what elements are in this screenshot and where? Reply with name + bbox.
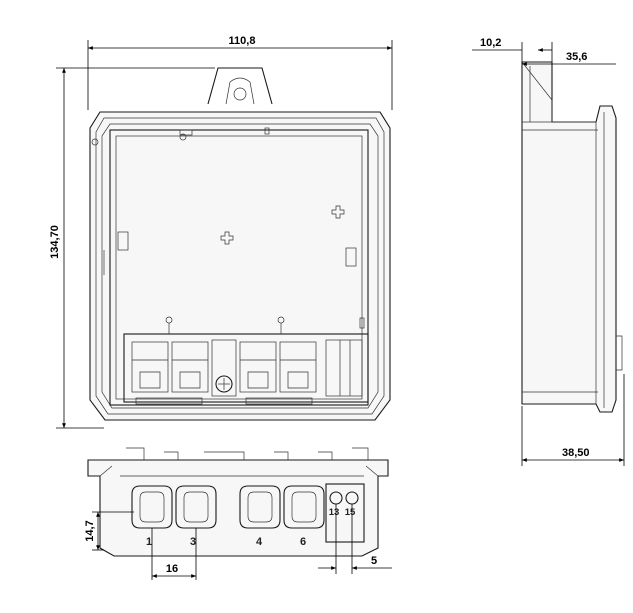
dim-bottom-pitch: 16 <box>166 563 178 575</box>
dim-bottom-height: 14,7 <box>84 520 96 541</box>
front-view: 110,8 134,70 <box>49 35 393 429</box>
terminal-label-6: 6 <box>300 536 306 548</box>
side-view: 10,2 35,6 38,50 <box>472 37 625 466</box>
bottom-view: 1 3 4 6 13 15 14,7 16 5 <box>84 447 392 580</box>
dim-front-height: 134,70 <box>49 225 61 259</box>
dim-side-top-left: 10,2 <box>480 37 501 49</box>
aux-label-15: 15 <box>345 507 356 518</box>
terminal-label-4: 4 <box>256 536 263 548</box>
dim-side-top-right: 35,6 <box>566 51 587 63</box>
terminal-label-3: 3 <box>190 536 196 548</box>
aux-label-13: 13 <box>329 507 340 518</box>
dim-bottom-side: 5 <box>371 555 377 567</box>
terminal-label-1: 1 <box>146 536 152 548</box>
dim-side-bottom: 38,50 <box>562 447 590 459</box>
dim-front-width: 110,8 <box>229 35 256 47</box>
